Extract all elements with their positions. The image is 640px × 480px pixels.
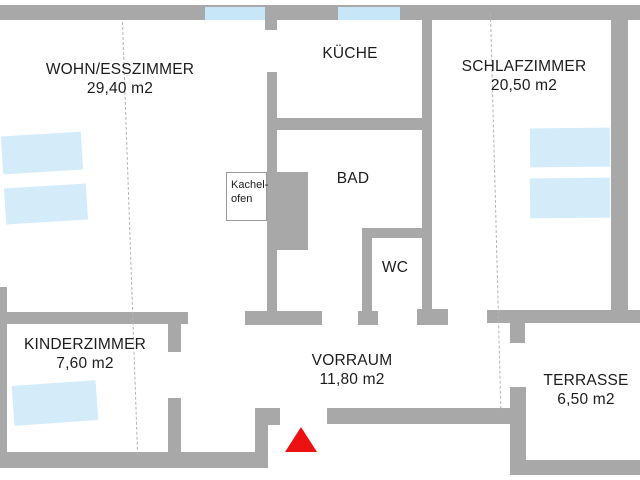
room-area: 7,60 m2 (56, 355, 114, 372)
room-label-vorraum: VORRAUM 11,80 m2 (312, 351, 393, 389)
room-label-kueche: KÜCHE (322, 44, 377, 63)
kachelofen-block (267, 172, 308, 250)
wall-terrace-door-jamb (510, 323, 525, 343)
wall-terrace-bottom (513, 460, 640, 475)
wall-kitchen-bath-divider (267, 118, 432, 130)
wall-wc-top (362, 228, 432, 238)
wall-wc-left (362, 228, 372, 312)
window-top-right (338, 7, 400, 20)
room-label-wc: WC (382, 258, 408, 277)
room-label-terrasse: TERRASSE 6,50 m2 (543, 371, 628, 409)
room-label-schlafzimmer: SCHLAFZIMMER 20,50 m2 (462, 57, 587, 95)
wall-bottom-left (0, 452, 268, 468)
room-name: SCHLAFZIMMER (461, 58, 587, 75)
room-name: TERRASSE (543, 372, 629, 389)
room-label-bad: BAD (337, 169, 369, 188)
wall-kinderzimmer-top (6, 312, 188, 324)
wall-kitchen-door-stub (265, 18, 277, 30)
kachelofen-label-box: Kachel- ofen (226, 172, 269, 221)
room-name: BAD (336, 170, 370, 187)
fixture-label-line2: ofen (231, 192, 253, 205)
room-name: KINDERZIMMER (23, 336, 147, 353)
bed-kinderzimmer (11, 380, 99, 426)
window-top-left (205, 7, 265, 20)
room-name: WC (381, 259, 409, 276)
room-name: KÜCHE (322, 45, 378, 62)
room-label-kinderzimmer: KINDERZIMMER 7,60 m2 (24, 335, 146, 373)
room-name: VORRAUM (311, 352, 393, 369)
sofa-livingroom-1 (0, 131, 84, 175)
room-label-wohnesszimmer: WOHN/ESSZIMMER 29,40 m2 (46, 60, 194, 98)
wall-bedroom-bottom (487, 310, 640, 323)
room-area: 11,80 m2 (319, 371, 385, 388)
bed-schlafzimmer-2 (529, 177, 611, 219)
wall-entrance-stub-side (255, 425, 268, 458)
wall-right-bedroom (611, 18, 628, 313)
sofa-livingroom-2 (3, 183, 89, 225)
room-area: 20,50 m2 (490, 77, 558, 94)
wall-entrance-stub-top (255, 408, 280, 425)
room-area: 6,50 m2 (557, 391, 615, 408)
wall-top (0, 5, 640, 20)
wall-foot-wc-left (358, 311, 378, 325)
fixture-label-line1: Kachel- (231, 179, 269, 191)
wall-vorraum-bottom (327, 408, 513, 424)
entrance-arrow-icon (285, 427, 317, 452)
wall-kinderzimmer-right-upper (168, 324, 181, 352)
wall-kitchen-bedroom (422, 18, 432, 310)
bed-schlafzimmer-1 (529, 127, 611, 168)
room-name: WOHN/ESSZIMMER (45, 61, 195, 78)
wall-terrace-left (510, 387, 526, 475)
wall-foot-wc-right (417, 309, 448, 325)
wall-kinderzimmer-right-lower (168, 398, 181, 452)
room-area: 29,40 m2 (86, 80, 154, 97)
wall-foot-bath (245, 311, 322, 325)
wall-left (0, 287, 7, 468)
